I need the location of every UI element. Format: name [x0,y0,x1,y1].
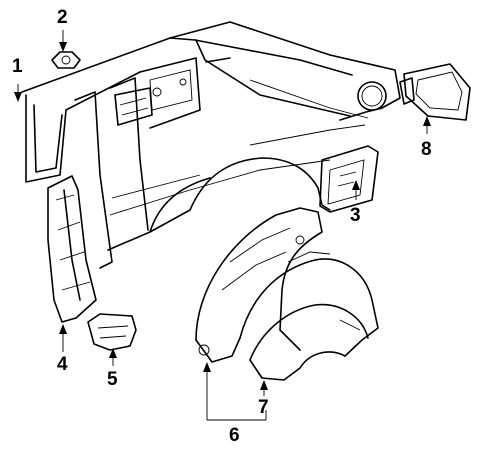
leader-lines [14,30,431,421]
part-2-cap [51,51,81,69]
label-2: 2 [57,7,68,28]
label-6: 6 [229,425,240,446]
label-7: 7 [258,397,269,418]
label-3: 3 [350,205,361,226]
label-4: 4 [57,354,68,375]
part-5-bracket [87,313,137,351]
label-1: 1 [12,56,23,77]
wheelhouse [195,207,379,381]
part-3-panel [319,145,379,213]
label-5: 5 [107,369,118,390]
part-4-pillar [47,175,97,323]
label-8: 8 [421,139,432,160]
quarter-panel [21,21,401,269]
part-8-fuel-door [399,63,471,121]
